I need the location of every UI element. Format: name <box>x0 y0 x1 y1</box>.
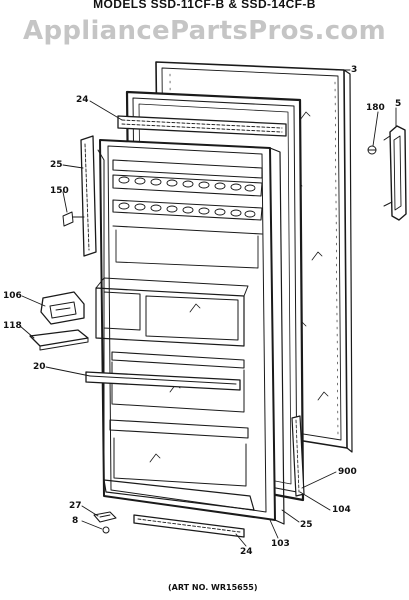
breaker-strip-left <box>80 135 97 257</box>
screw-part-150 <box>62 211 85 227</box>
callout-24-bottom: 24 <box>240 547 253 557</box>
callout-103: 103 <box>271 539 290 549</box>
page-title: MODELS SSD-11CF-B & SSD-14CF-B <box>93 0 316 11</box>
shelf-bar <box>85 371 241 391</box>
hinge-hardware <box>93 511 117 534</box>
callout-3: 3 <box>351 65 358 75</box>
callout-106: 106 <box>3 291 22 301</box>
callout-24-top: 24 <box>76 95 89 105</box>
callout-25-left: 25 <box>50 160 63 170</box>
callout-8: 8 <box>72 516 79 526</box>
door-handle <box>383 125 407 221</box>
screw-part-180 <box>367 145 377 155</box>
compartment-door <box>40 291 85 325</box>
art-number: (ART NO. WR15655) <box>168 583 258 592</box>
breaker-strip-top <box>117 115 287 137</box>
callout-27: 27 <box>69 501 82 511</box>
compartment-shelf <box>29 329 89 351</box>
watermark-text: AppliancePartsPros.com <box>23 16 386 46</box>
callout-25-bottom: 25 <box>300 520 313 530</box>
callout-104: 104 <box>332 505 351 515</box>
callout-118: 118 <box>3 321 22 331</box>
callout-180: 180 <box>366 103 385 113</box>
callout-5: 5 <box>395 99 402 109</box>
breaker-strip-bottom <box>133 514 245 538</box>
callout-20: 20 <box>33 362 46 372</box>
door-liner <box>95 139 285 525</box>
callout-900: 900 <box>338 467 357 477</box>
leader-lines <box>19 69 397 547</box>
callout-150: 150 <box>50 186 69 196</box>
